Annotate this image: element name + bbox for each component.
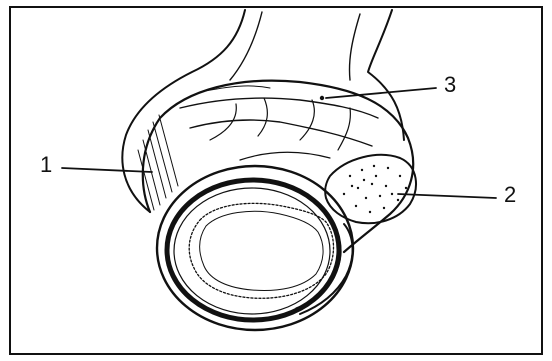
label-3: 3 — [444, 72, 456, 97]
testis-outer-capsule — [157, 166, 353, 330]
vessel-network — [180, 86, 378, 160]
inner-lumen-edge — [200, 211, 323, 290]
cord-outline-right — [368, 10, 404, 140]
label-1: 1 — [40, 152, 52, 177]
leader-line-1 — [62, 168, 152, 172]
outer-tunic — [143, 81, 413, 252]
cord-inner-line — [230, 12, 360, 80]
inner-lumen — [189, 203, 333, 298]
label-2: 2 — [504, 182, 516, 207]
tunica-inner-line — [174, 188, 330, 314]
organ-drawing — [122, 10, 416, 330]
epididymis-body — [300, 224, 353, 314]
